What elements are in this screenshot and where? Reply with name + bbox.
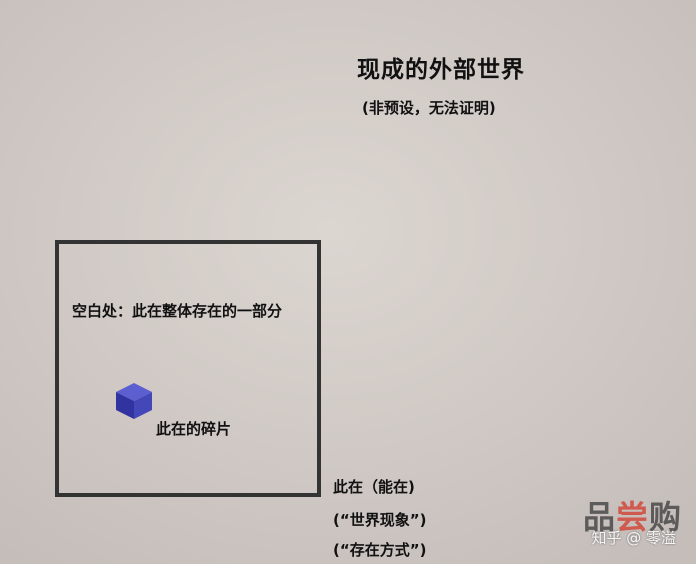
- page-title: 现成的外部世界: [357, 57, 525, 83]
- cube-left-face: [116, 392, 134, 419]
- note-mode-of-being: (“存在方式”): [333, 541, 427, 559]
- page-subtitle: (非预设，无法证明): [362, 99, 496, 117]
- watermark-credit: 知乎 @ 零溢: [591, 529, 676, 547]
- watermark-brand-accent: 尝: [615, 498, 649, 536]
- watermark-brand-prefix: 品: [582, 498, 616, 536]
- watermark-brand-suffix: 购: [648, 498, 682, 536]
- cube-right-face: [134, 392, 152, 419]
- note-dasein: 此在（能在): [333, 478, 415, 496]
- blank-area-label: 空白处：此在整体存在的一部分: [72, 302, 283, 320]
- watermark-logo: 品尝购: [583, 492, 682, 538]
- note-world-phenomenon: (“世界现象”): [333, 511, 427, 529]
- fragment-label: 此在的碎片: [156, 420, 232, 438]
- existence-frame: [55, 240, 321, 497]
- cube-icon: [116, 383, 152, 419]
